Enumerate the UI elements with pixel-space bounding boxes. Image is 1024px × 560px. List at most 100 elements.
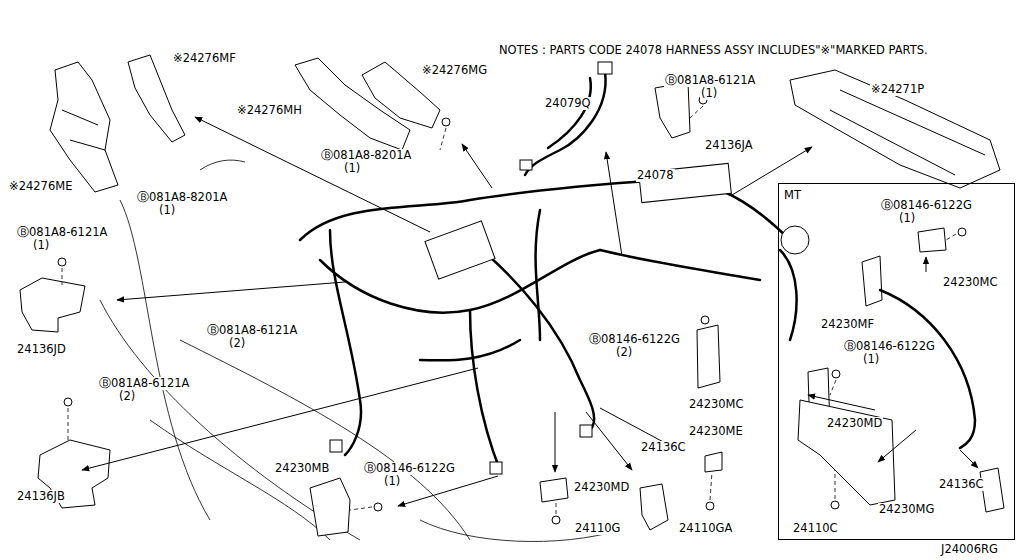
illustration-stroke <box>58 258 66 266</box>
illustration-stroke <box>552 516 560 524</box>
part-number: ※24271P <box>870 83 925 96</box>
illustration-stroke <box>540 478 568 502</box>
note-text: NOTES : PARTS CODE 24078 HARNESS ASSY IN… <box>498 44 929 57</box>
illustration-stroke <box>878 430 916 462</box>
illustration-stroke <box>350 507 372 510</box>
part-number: (1) <box>862 353 880 366</box>
illustration-stroke <box>808 395 875 410</box>
illustration-stroke <box>697 325 720 388</box>
illustration-stroke <box>690 106 703 118</box>
illustration-stroke <box>128 55 185 142</box>
illustration-stroke <box>398 476 498 506</box>
illustration-stroke <box>374 503 382 511</box>
illustration-stroke <box>832 370 840 378</box>
part-number: (1) <box>898 212 916 225</box>
part-number: 24078 <box>636 169 675 182</box>
part-number: (1) <box>32 239 50 252</box>
illustration-stroke <box>62 106 956 514</box>
illustration-stroke <box>536 210 540 340</box>
illustration-stroke <box>880 290 975 448</box>
part-number: (2) <box>228 337 246 350</box>
illustration-stroke <box>120 200 210 520</box>
illustration-stroke <box>790 70 1000 188</box>
part-number: Ⓑ081A8-6121A <box>16 226 108 239</box>
illustration-stroke <box>705 452 722 472</box>
part-number: J24006RG <box>940 543 999 556</box>
part-number: (2) <box>615 346 633 359</box>
illustration-stroke <box>490 462 502 474</box>
part-number: 24230MB <box>274 462 330 475</box>
illustration-stroke <box>580 425 592 437</box>
illustration-stroke <box>100 300 360 540</box>
illustration-stroke <box>548 78 591 148</box>
illustration-stroke <box>780 250 797 340</box>
illustration-stroke <box>600 250 760 280</box>
illustration-stroke <box>640 484 668 530</box>
illustration-stroke <box>64 398 72 406</box>
part-number: (1) <box>343 162 361 175</box>
illustration-stroke <box>555 412 556 472</box>
illustration-stroke <box>710 472 712 500</box>
part-number: Ⓑ081A8-8201A <box>320 149 412 162</box>
part-number: 24230MD <box>573 481 630 494</box>
illustration-stroke <box>835 470 836 499</box>
illustration-stroke <box>918 228 946 252</box>
illustration-stroke <box>926 257 927 272</box>
part-number: 24136JD <box>16 343 67 356</box>
illustration-stroke <box>946 234 956 240</box>
illustration-stroke <box>706 502 714 510</box>
illustration-stroke <box>960 450 978 468</box>
illustration-stroke <box>117 282 345 300</box>
illustration-stroke <box>958 228 966 236</box>
part-number: 24230MF <box>820 318 875 331</box>
part-number: Ⓑ08146-6122G <box>880 199 973 212</box>
illustration-stroke <box>798 400 895 505</box>
illustration-stroke <box>831 501 839 509</box>
illustration-stroke <box>330 440 342 452</box>
part-number: 24230MD <box>826 417 883 430</box>
illustration-stroke <box>100 160 620 541</box>
illustration-stroke <box>442 118 450 126</box>
part-number: 24079Q <box>544 97 592 110</box>
part-number: (2) <box>118 390 136 403</box>
illustration-stroke <box>195 117 430 232</box>
part-number: 24230MG <box>878 503 935 516</box>
part-number: 24136JB <box>16 490 66 503</box>
part-number: Ⓑ081A8-8201A <box>136 191 228 204</box>
part-number: Ⓑ08146-6122G <box>363 462 456 475</box>
illustration-stroke <box>606 152 622 256</box>
illustration-stroke <box>781 226 809 254</box>
illustration-stroke <box>330 62 809 474</box>
part-number: Ⓑ081A8-6121A <box>98 377 190 390</box>
illustration-stroke <box>425 221 495 279</box>
part-number: ※24276MH <box>236 104 303 117</box>
part-number: 24110GA <box>678 522 733 535</box>
illustration-stroke <box>50 62 118 192</box>
part-number: 24230MC <box>688 398 745 411</box>
part-number: (1) <box>158 204 176 217</box>
part-number: 24136JA <box>704 139 754 152</box>
part-number: Ⓑ08146-6122G <box>843 340 936 353</box>
illustration-stroke <box>440 128 446 150</box>
illustration-stroke <box>830 90 985 175</box>
part-number: (1) <box>700 87 718 100</box>
illustration-stroke <box>200 160 245 170</box>
illustration-stroke <box>462 144 492 188</box>
part-number: Ⓑ081A8-6121A <box>206 324 298 337</box>
part-number: Ⓑ081A8-6121A <box>664 74 756 87</box>
part-number: 24136C <box>640 441 687 454</box>
illustration-stroke <box>150 420 330 540</box>
illustration-stroke <box>655 82 690 138</box>
part-number: 24230ME <box>688 425 744 438</box>
illustration-stroke <box>470 240 594 430</box>
illustration-stroke <box>310 478 350 536</box>
illustration-stroke <box>330 230 361 455</box>
illustration-stroke <box>598 62 612 74</box>
part-number: Ⓑ08146-6122G <box>588 333 681 346</box>
illustration-stroke <box>556 500 557 514</box>
illustration-stroke <box>830 380 836 395</box>
part-number: 24230MC <box>942 276 999 289</box>
illustration-stroke <box>180 340 470 540</box>
part-number: ※24276MF <box>172 52 237 65</box>
illustration-stroke <box>62 268 63 285</box>
